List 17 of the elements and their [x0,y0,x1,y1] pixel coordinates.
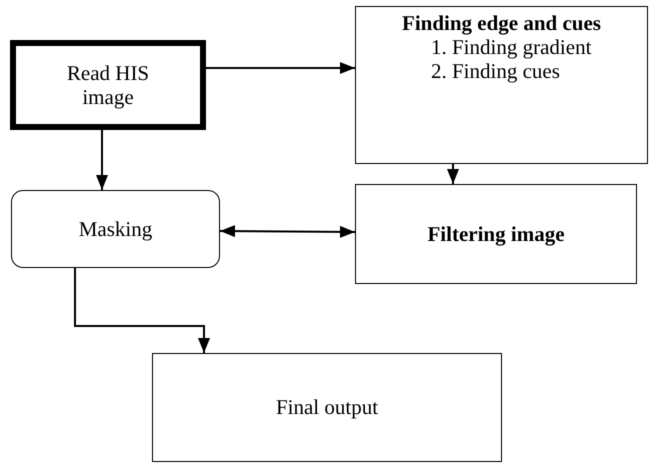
box-label: Final output [276,395,378,420]
heading: Finding edge and cues [402,11,601,36]
list-item: 2. Finding cues [431,59,561,84]
arrow [206,62,355,74]
arrow [220,225,355,238]
process-box [10,40,206,130]
arrow [96,130,108,190]
box-label: Filtering image [427,222,565,246]
process-box [355,184,637,284]
box-label: Masking [78,216,152,242]
process-box-rounded [11,190,220,268]
process-box [355,6,648,164]
arrow [74,268,210,353]
box-label: Read HIS image [66,60,150,110]
process-box [152,353,502,462]
list-item: 1. Finding gradient [431,35,592,60]
arrow [447,164,459,184]
